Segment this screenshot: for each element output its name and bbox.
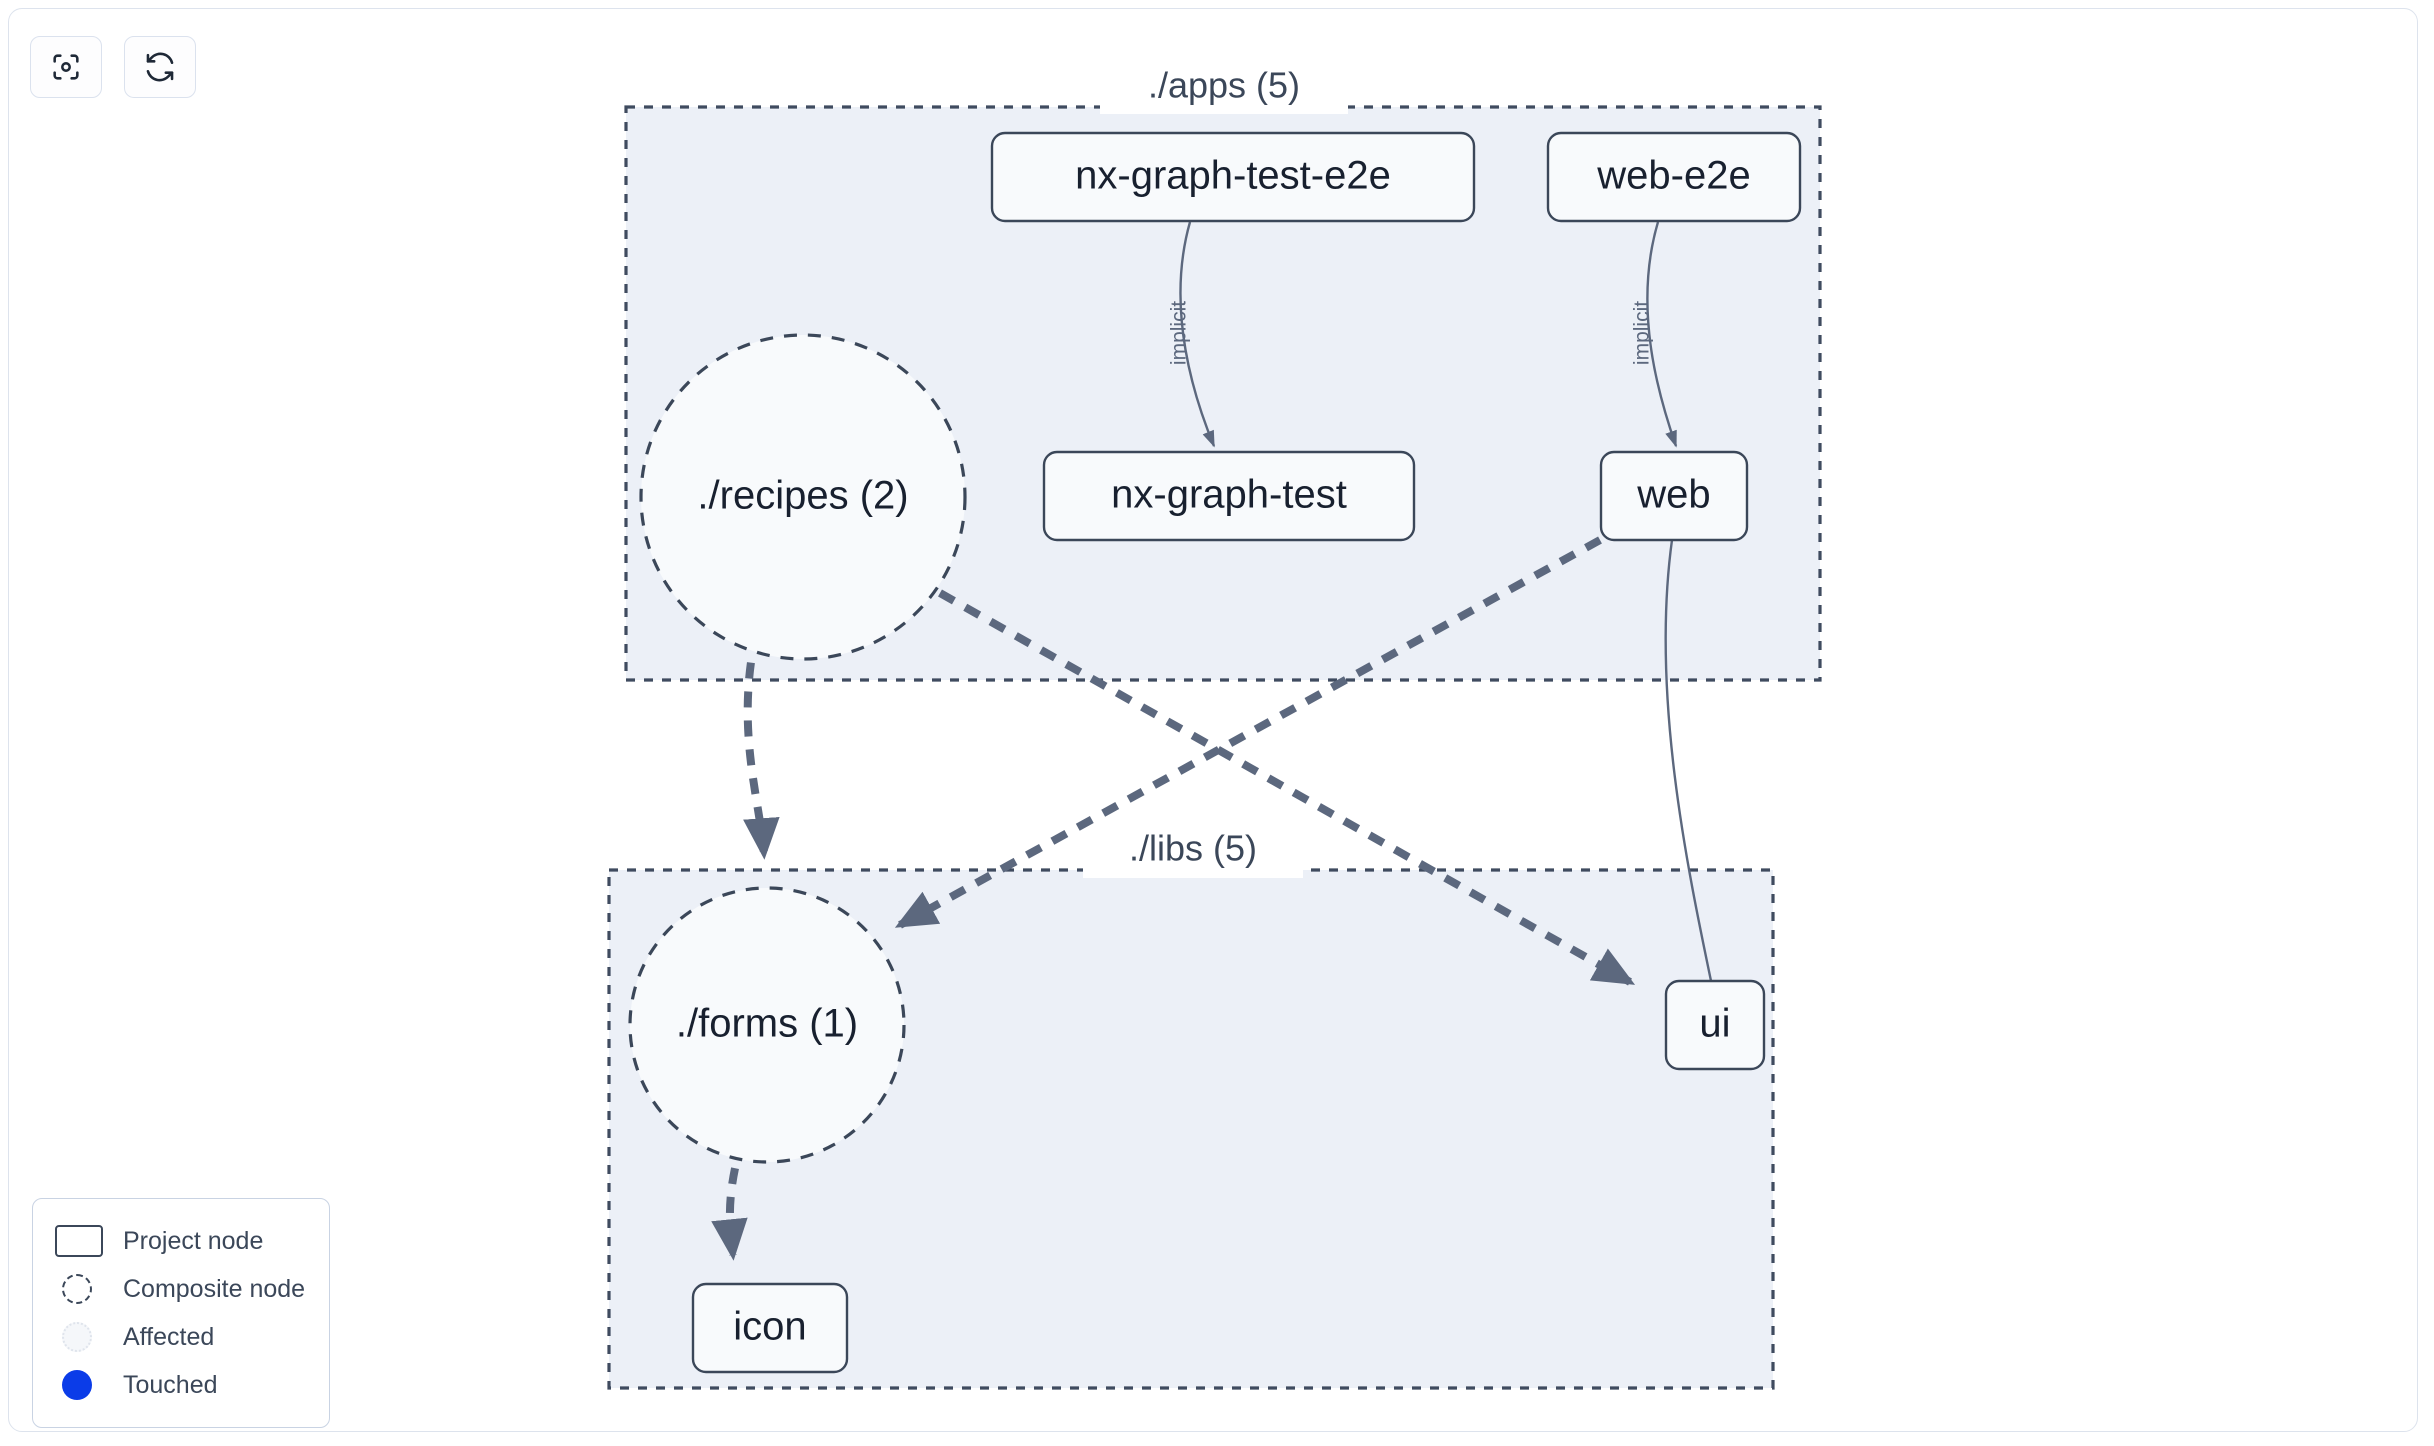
graph-legend: Project node Composite node Affected Tou…: [32, 1198, 330, 1428]
touched-swatch: [55, 1370, 111, 1400]
group-libs-label: ./libs (5): [1129, 828, 1257, 869]
edge-forms-to-icon[interactable]: [711, 1138, 748, 1261]
legend-item-composite-node: Composite node: [55, 1265, 309, 1313]
affected-swatch: [55, 1322, 111, 1352]
graph-toolbar: [30, 36, 196, 98]
node-nx-graph-test-e2e[interactable]: nx-graph-test-e2e: [990, 131, 1476, 223]
node-ui-rect: [1664, 979, 1766, 1071]
legend-item-touched: Touched: [55, 1361, 309, 1409]
node-web-rect: [1599, 450, 1749, 542]
refresh-icon: [143, 50, 177, 84]
edge-recipes-to-forms[interactable]: [743, 633, 780, 860]
node-forms[interactable]: ./forms (1): [628, 886, 906, 1164]
node-ui-label: ui: [1699, 1002, 1730, 1046]
edge-web-e2e-to-web-path: [1646, 221, 1678, 448]
node-icon[interactable]: icon: [691, 1282, 849, 1374]
legend-label-affected: Affected: [123, 1322, 215, 1351]
node-icon-label: icon: [733, 1305, 806, 1349]
edge-label-implicit-1: implicit: [1168, 301, 1191, 365]
edge-nx-graph-test-e2e-to-nx-graph-test-path: [1179, 221, 1216, 448]
node-recipes[interactable]: ./recipes (2): [639, 333, 967, 661]
project-node-swatch: [55, 1225, 111, 1257]
node-nx-graph-test-e2e-rect: [990, 131, 1476, 223]
node-web-e2e[interactable]: web-e2e: [1546, 131, 1802, 223]
node-nx-graph-test[interactable]: nx-graph-test: [1042, 450, 1416, 542]
node-forms-circle: [628, 886, 906, 1164]
node-web[interactable]: web: [1599, 450, 1749, 542]
node-recipes-circle: [639, 333, 967, 661]
node-web-label: web: [1636, 473, 1710, 517]
edge-nx-graph-test-e2e-to-nx-graph-test[interactable]: implicit: [1168, 221, 1216, 448]
edge-web-to-ui-path: [1664, 539, 1718, 1002]
node-ui[interactable]: ui: [1664, 979, 1766, 1071]
group-apps-label-bg: [1100, 68, 1348, 114]
node-nx-graph-test-e2e-label: nx-graph-test-e2e: [1075, 154, 1391, 198]
edge-label-implicit-2: implicit: [1631, 301, 1654, 365]
legend-item-project-node: Project node: [55, 1217, 309, 1265]
edge-forms-to-icon-path: [711, 1138, 748, 1261]
legend-item-affected: Affected: [55, 1313, 309, 1361]
node-forms-label: ./forms (1): [676, 1002, 858, 1046]
node-icon-rect: [691, 1282, 849, 1374]
legend-label-project-node: Project node: [123, 1226, 264, 1255]
edge-web-to-ui[interactable]: [1664, 539, 1718, 1002]
legend-label-touched: Touched: [123, 1370, 218, 1399]
group-apps-label: ./apps (5): [1148, 65, 1300, 106]
legend-label-composite-node: Composite node: [123, 1274, 306, 1303]
node-nx-graph-test-label: nx-graph-test: [1111, 473, 1347, 517]
focus-graph-button[interactable]: [30, 36, 102, 98]
composite-node-swatch: [55, 1274, 111, 1304]
node-recipes-label: ./recipes (2): [697, 474, 908, 518]
refresh-graph-button[interactable]: [124, 36, 196, 98]
edge-recipes-to-forms-path: [743, 633, 780, 860]
node-nx-graph-test-rect: [1042, 450, 1416, 542]
edge-web-e2e-to-web[interactable]: implicit: [1631, 221, 1678, 448]
node-web-e2e-label: web-e2e: [1596, 154, 1750, 198]
viewfinder-focus-icon: [49, 50, 83, 84]
node-web-e2e-rect: [1546, 131, 1802, 223]
group-libs-label-bg: [1083, 832, 1303, 878]
